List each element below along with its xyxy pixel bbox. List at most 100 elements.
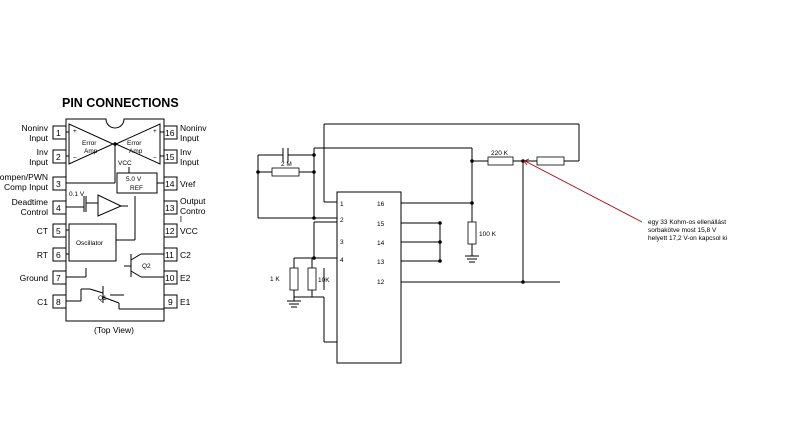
pin-label: Comp Input — [4, 182, 49, 192]
pin-number: 6 — [56, 250, 61, 260]
svg-text:Amp: Amp — [129, 148, 143, 155]
svg-text:3: 3 — [340, 239, 344, 246]
right-pin-labels: Noninv Input Inv Input Vref Output Contr… — [180, 123, 207, 307]
resistor-2m-label: 2 M — [281, 161, 292, 168]
pin-number: 2 — [56, 152, 61, 162]
svg-text:Q2: Q2 — [142, 263, 151, 270]
resistor-220k-label: 220 K — [491, 150, 509, 157]
pin-number: 16 — [165, 128, 175, 138]
svg-text:4: 4 — [340, 257, 344, 264]
resistor-1k — [289, 267, 299, 291]
pin-label: Output — [180, 196, 206, 206]
oscillator-label: Oscillator — [76, 240, 104, 247]
ic-left-pin-labels: 1 2 3 4 — [340, 201, 344, 264]
svg-text:14: 14 — [377, 240, 385, 247]
svg-text:15: 15 — [377, 221, 385, 228]
left-pin-boxes — [52, 125, 67, 309]
pin-label: Ground — [20, 273, 49, 283]
pin-label: Inv — [180, 147, 192, 157]
ground-symbol — [465, 255, 479, 263]
chip-body — [65, 118, 165, 322]
ic-body — [336, 191, 402, 364]
pin-number: 11 — [165, 250, 174, 260]
vcc-label: VCC — [118, 160, 132, 167]
pin-label: Contro — [180, 206, 206, 216]
pin-label: Noninv — [22, 123, 49, 133]
pin-number: 3 — [56, 179, 61, 189]
pin-label: Input — [180, 133, 200, 143]
svg-text:helyett 17,2 V-on kapcsol ki: helyett 17,2 V-on kapcsol ki — [648, 235, 727, 242]
wires — [257, 123, 580, 343]
svg-text:0.1 V: 0.1 V — [69, 191, 85, 198]
deadtime-comparator: 0.1 V — [66, 191, 128, 217]
svg-text:Error: Error — [127, 140, 142, 147]
pin-label: Compen/PWN — [0, 172, 48, 182]
ic-right-pin-labels: 16 15 14 13 12 — [377, 201, 385, 286]
circuit-schematic: 1 2 3 4 16 15 14 13 12 — [256, 123, 727, 364]
pin-number: 14 — [165, 179, 175, 189]
error-amplifier-2: + − Error Amp — [114, 123, 164, 165]
pin-label: Input — [29, 157, 49, 167]
pin-number: 9 — [168, 297, 173, 307]
pin-label: Vref — [180, 179, 196, 189]
pin-connections-title: PIN CONNECTIONS — [62, 96, 179, 110]
pin-label: Inv — [37, 147, 49, 157]
resistor-1k-label: 1 K — [270, 276, 280, 283]
svg-text:2: 2 — [340, 217, 344, 224]
capacitor — [282, 148, 289, 162]
pin-label: Deadtime — [12, 197, 49, 207]
pin-number: 15 — [165, 152, 175, 162]
annotation-note: egy 33 Kohm-os ellenállást sorbakötve mo… — [648, 219, 727, 242]
pin-number: 10 — [165, 273, 175, 283]
transistor-q2: Q2 — [124, 253, 164, 278]
pin-number: 4 — [56, 203, 61, 213]
annotation-arrowhead — [523, 158, 530, 166]
svg-text:16: 16 — [377, 201, 385, 208]
pin-label: Control — [21, 207, 49, 217]
pin-label: l — [180, 214, 182, 224]
svg-text:−: − — [73, 155, 77, 162]
pin-label: Input — [180, 157, 200, 167]
pin-number: 7 — [56, 273, 61, 283]
svg-text:Amp: Amp — [84, 148, 98, 155]
junction-dots — [256, 153, 525, 284]
resistor-10k — [307, 267, 317, 291]
svg-text:REF: REF — [130, 185, 143, 192]
pin-label: E1 — [180, 297, 191, 307]
svg-text:−: − — [153, 155, 157, 162]
pin-label: CT — [37, 226, 48, 236]
pin-number: 5 — [56, 226, 61, 236]
annotation-arrow — [524, 160, 643, 223]
ground-symbol — [287, 297, 301, 308]
svg-text:+: + — [73, 128, 77, 135]
pin-label: Noninv — [180, 123, 207, 133]
pin-number: 8 — [56, 297, 61, 307]
pin-number: 12 — [165, 226, 175, 236]
pin-label: E2 — [180, 273, 191, 283]
svg-text:1: 1 — [340, 201, 344, 208]
svg-text:sorbakötve most 15,8 V: sorbakötve most 15,8 V — [648, 227, 717, 234]
left-pin-labels: Noninv Input Inv Input Compen/PWN Comp I… — [0, 123, 49, 307]
top-view-label: (Top View) — [94, 325, 134, 335]
pin-number: 1 — [56, 128, 61, 138]
svg-text:+: + — [153, 128, 157, 135]
svg-text:5.0 V: 5.0 V — [126, 176, 142, 183]
resistor-10k-label: 10K — [318, 277, 330, 284]
pin-label: RT — [37, 250, 48, 260]
right-pin-numbers: 16 15 14 13 12 11 10 9 — [165, 128, 175, 307]
resistor-220k — [487, 156, 514, 166]
pin-number: 13 — [165, 203, 175, 213]
svg-text:12: 12 — [377, 279, 385, 286]
svg-text:egy 33 Kohm-os ellenállást: egy 33 Kohm-os ellenállást — [648, 219, 726, 226]
pin-label: VCC — [180, 226, 198, 236]
pin-label: Input — [29, 133, 49, 143]
svg-text:Q1: Q1 — [98, 295, 107, 302]
pin-connections-panel: PIN CONNECTIONS (Top View) — [0, 96, 207, 335]
resistor-100k-label: 100 K — [479, 231, 497, 238]
transistor-q1: Q1 — [66, 286, 164, 310]
svg-text:13: 13 — [377, 259, 385, 266]
resistor-2m — [271, 167, 300, 177]
left-pin-numbers: 1 2 3 4 5 6 7 8 — [56, 128, 61, 307]
